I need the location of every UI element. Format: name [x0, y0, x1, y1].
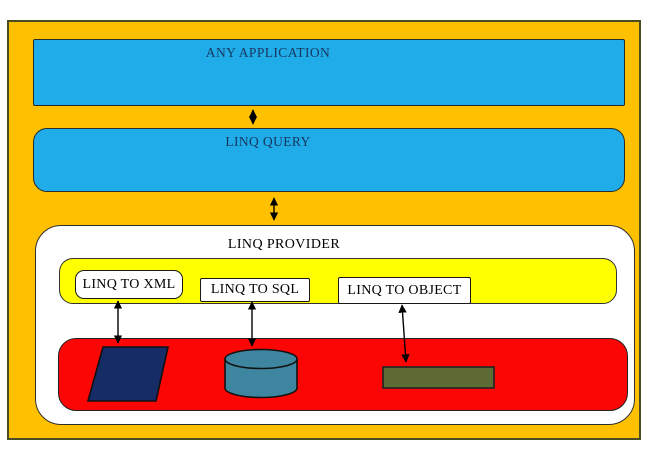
- provider-types-bar: LINQ TO XML LINQ TO SQL LINQ TO OBJECT: [59, 258, 617, 304]
- any-application-box: ANY APPLICATION: [33, 39, 625, 106]
- linq-to-object-box: LINQ TO OBJECT: [338, 277, 471, 304]
- linq-provider-container: LINQ PROVIDER LINQ TO XML LINQ TO SQL LI…: [35, 225, 635, 425]
- linq-to-object-label: LINQ TO OBJECT: [347, 282, 462, 298]
- linq-to-xml-box: LINQ TO XML: [75, 270, 183, 299]
- any-application-label: ANY APPLICATION: [205, 45, 331, 60]
- linq-query-label: LINQ QUERY: [225, 134, 311, 149]
- linq-to-sql-label: LINQ TO SQL: [210, 282, 300, 297]
- linq-to-sql-box: LINQ TO SQL: [200, 278, 310, 302]
- linq-to-xml-label: LINQ TO XML: [82, 276, 176, 292]
- data-sources-bar: [58, 338, 628, 411]
- linq-provider-label: LINQ PROVIDER: [227, 237, 341, 252]
- linq-query-box: LINQ QUERY: [33, 128, 625, 192]
